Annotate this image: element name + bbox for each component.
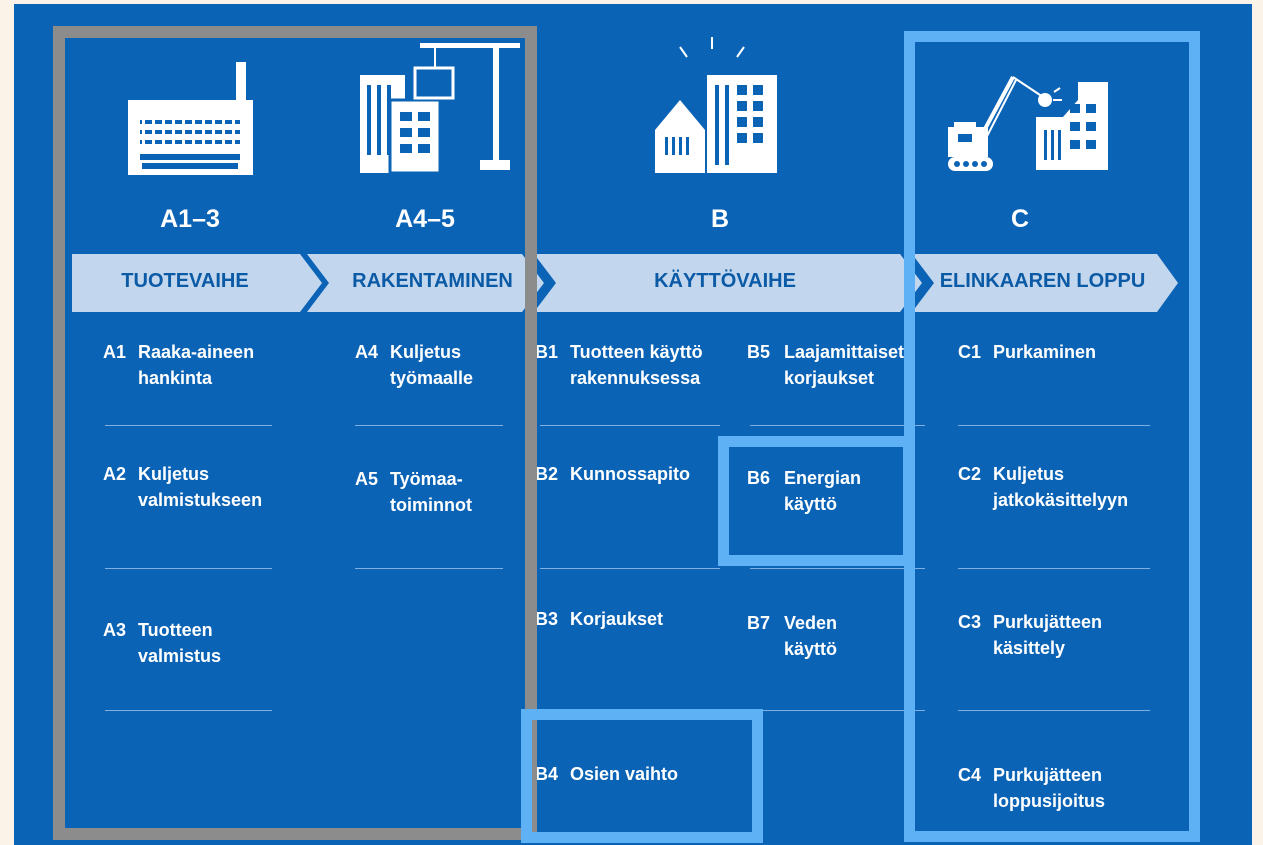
item-text: Energian bbox=[784, 468, 862, 488]
item-text: Kuljetus bbox=[993, 464, 1065, 484]
item-text: Purkujätteen bbox=[993, 612, 1103, 632]
item-id: C3 bbox=[958, 612, 982, 632]
item-text: työmaalle bbox=[390, 368, 474, 388]
item-id: C4 bbox=[958, 765, 982, 785]
item-id: B5 bbox=[747, 342, 771, 362]
stage-label-kayttovaihe: KÄYTTÖVAIHE bbox=[654, 270, 796, 292]
item-text: valmistukseen bbox=[138, 490, 263, 510]
item-text: käsittely bbox=[993, 638, 1066, 658]
stage-code-a1-3: A1–3 bbox=[160, 205, 220, 233]
item-c4: C4 Purkujätteen loppusijoitus bbox=[958, 762, 1105, 811]
item-a2: A2 Kuljetus valmistukseen bbox=[103, 461, 262, 510]
item-text: Kunnossapito bbox=[570, 464, 690, 484]
item-text: Tuotteen bbox=[138, 620, 213, 640]
item-a3: A3 Tuotteen valmistus bbox=[103, 617, 221, 666]
highlight-frame-end-of-life bbox=[904, 31, 1200, 842]
item-text: Kuljetus bbox=[390, 342, 462, 362]
item-id: B1 bbox=[535, 342, 559, 362]
stage-band bbox=[72, 254, 1178, 312]
item-id: B7 bbox=[747, 613, 771, 633]
divider bbox=[958, 710, 1150, 711]
item-id: B4 bbox=[535, 764, 559, 784]
item-text: Osien vaihto bbox=[570, 764, 679, 784]
item-text: Veden bbox=[784, 613, 838, 633]
item-text: Tuotteen käyttö bbox=[570, 342, 703, 362]
stage-code-c: C bbox=[1010, 205, 1030, 233]
item-id: A4 bbox=[355, 342, 379, 362]
item-text: Raaka-aineen bbox=[138, 342, 255, 362]
divider bbox=[540, 568, 720, 569]
divider bbox=[105, 568, 272, 569]
item-b3: B3 Korjaukset bbox=[535, 606, 663, 632]
item-id: A2 bbox=[103, 464, 127, 484]
item-b4: B4 Osien vaihto bbox=[535, 761, 678, 787]
divider bbox=[750, 710, 925, 711]
item-a4: A4 Kuljetus työmaalle bbox=[355, 339, 473, 388]
item-text: käyttö bbox=[784, 494, 838, 514]
item-text: korjaukset bbox=[784, 368, 875, 388]
divider bbox=[105, 425, 272, 426]
item-a1: A1 Raaka-aineen hankinta bbox=[103, 339, 254, 388]
demolition-crane-icon bbox=[948, 76, 1108, 171]
stage-label-rakentaminen: RAKENTAMINEN bbox=[352, 270, 513, 292]
item-text: loppusijoitus bbox=[993, 791, 1105, 811]
highlight-frame-b6 bbox=[718, 436, 914, 566]
item-text: toiminnot bbox=[390, 495, 472, 515]
divider bbox=[105, 710, 272, 711]
item-text: jatkokäsittelyyn bbox=[993, 490, 1129, 510]
factory-icon bbox=[128, 62, 253, 175]
highlight-frame-product-construction bbox=[53, 26, 537, 840]
stage-code-a4-5: A4–5 bbox=[395, 205, 455, 233]
item-text: rakennuksessa bbox=[570, 368, 701, 388]
item-b6: B6 Energian käyttö bbox=[747, 465, 861, 514]
item-id: B3 bbox=[535, 609, 559, 629]
construction-crane-icon bbox=[360, 43, 520, 175]
stage-label-tuotevaihe: TUOTEVAIHE bbox=[121, 270, 249, 292]
item-id: C1 bbox=[958, 342, 982, 362]
divider bbox=[750, 568, 925, 569]
item-b1: B1 Tuotteen käyttö rakennuksessa bbox=[535, 339, 703, 388]
item-id: C2 bbox=[958, 464, 982, 484]
item-c1: C1 Purkaminen bbox=[958, 339, 1096, 365]
divider bbox=[540, 425, 720, 426]
item-a5: A5 Työmaa-toiminnot bbox=[355, 466, 472, 515]
item-b7: B7 Veden käyttö bbox=[747, 610, 837, 659]
highlight-frame-b4 bbox=[521, 709, 763, 843]
item-c2: C2 Kuljetus jatkokäsittelyyn bbox=[958, 461, 1128, 510]
item-text: hankinta bbox=[138, 368, 213, 388]
item-id: A1 bbox=[103, 342, 127, 362]
item-text: Purkujätteen bbox=[993, 765, 1103, 785]
divider bbox=[958, 425, 1150, 426]
item-text: Kuljetus bbox=[138, 464, 210, 484]
item-text: Purkaminen bbox=[993, 342, 1097, 362]
item-text: Laajamittaiset bbox=[784, 342, 905, 362]
item-b2: B2 Kunnossapito bbox=[535, 461, 690, 487]
item-c3: C3 Purkujätteen käsittely bbox=[958, 609, 1102, 658]
item-id: A5 bbox=[355, 469, 379, 489]
item-id: B2 bbox=[535, 464, 559, 484]
buildings-in-use-icon bbox=[655, 37, 777, 173]
divider bbox=[355, 568, 503, 569]
item-id: B6 bbox=[747, 468, 771, 488]
item-text: Työmaa- bbox=[390, 469, 463, 489]
item-text: käyttö bbox=[784, 639, 838, 659]
item-text: Korjaukset bbox=[570, 609, 664, 629]
divider bbox=[750, 425, 925, 426]
divider bbox=[355, 425, 503, 426]
item-b5: B5 Laajamittaiset korjaukset bbox=[747, 339, 904, 388]
item-text: valmistus bbox=[138, 646, 222, 666]
stage-code-b: B bbox=[710, 205, 730, 233]
divider bbox=[958, 568, 1150, 569]
stage-label-elinkaaren-loppu: ELINKAAREN LOPPU bbox=[939, 270, 1146, 292]
item-id: A3 bbox=[103, 620, 127, 640]
